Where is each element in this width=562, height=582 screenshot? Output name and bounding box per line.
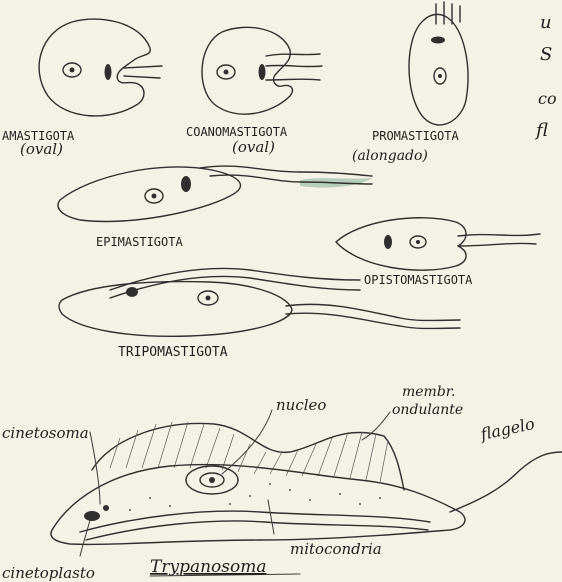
label-nucleo: nucleo [276,396,326,414]
promastigota-drawing [409,2,468,125]
label-cinetosoma: cinetosoma [2,424,89,442]
coanomastigota-drawing [202,27,322,114]
margin-text-3: co [538,89,557,108]
label-promastigota: PROMASTIGOTA [372,129,459,143]
amastigota-drawing [39,19,162,116]
opistomastigota-drawing [336,218,540,270]
margin-text-1: u [540,12,552,33]
label-coanomastigota: COANOMASTIGOTA [186,125,288,139]
label-coanomastigota-sub: (oval) [232,138,275,156]
label-membrana-1: membr. [402,384,455,400]
label-trypanosoma-title: Trypanosoma [150,557,267,577]
label-mitocondria: mitocondria [290,540,382,558]
margin-text-4: fl [534,120,548,141]
label-flagelo: flagelo [478,414,536,444]
label-amastigota-sub: (oval) [20,140,63,158]
label-cinetoplasto: cinetoplasto [2,564,95,582]
margin-text-2: S [540,44,552,65]
label-epimastigota: EPIMASTIGOTA [96,235,183,249]
epimastigota-drawing [58,166,372,221]
label-membrana-2: ondulante [392,402,463,418]
label-promastigota-sub: (alongado) [352,148,428,164]
label-tripomastigota: TRIPOMASTIGOTA [118,345,228,360]
label-opistomastigota: OPISTOMASTIGOTA [364,273,473,287]
